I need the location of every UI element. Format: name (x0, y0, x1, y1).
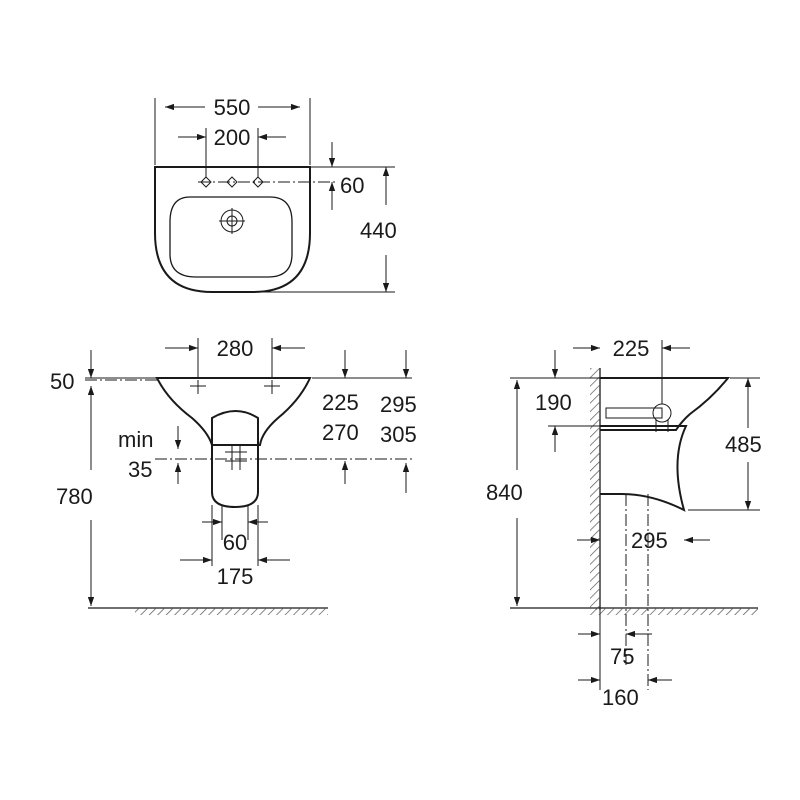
dim-side-height: 840 (486, 480, 523, 505)
top-view: 550 200 60 440 (154, 95, 397, 293)
dim-rim-offset: 50 (50, 369, 74, 394)
front-view: 280 50 780 min 35 225 270 295 305 60 (50, 336, 417, 615)
dim-basin-width: 550 (214, 95, 251, 120)
dim-side-projection: 225 (613, 336, 650, 361)
trap-icon (225, 446, 247, 470)
dim-waste-a2: 270 (322, 420, 359, 445)
waste-fitting-icon (605, 403, 672, 432)
dim-min-value: 35 (128, 457, 152, 482)
dim-front-height: 780 (56, 484, 93, 509)
dim-overflow-height: 190 (535, 390, 572, 415)
dim-pedestal-inner: 60 (223, 530, 247, 555)
side-view: 225 190 485 840 295 75 160 (486, 336, 762, 710)
dim-overflow-gap: 280 (217, 336, 254, 361)
dim-min-label: min (118, 427, 153, 452)
pedestal-side (600, 425, 688, 512)
dim-tap-spacing: 200 (214, 125, 251, 150)
dim-basin-depth: 440 (360, 218, 397, 243)
dim-bowl-height: 485 (725, 432, 762, 457)
dim-waste-b1: 295 (380, 392, 417, 417)
basin-front (155, 377, 312, 446)
dim-waste-b2: 305 (380, 422, 417, 447)
dim-pedestal-depth: 295 (631, 528, 668, 553)
dim-waste-outer: 160 (602, 685, 639, 710)
dim-tap-offset: 60 (340, 173, 364, 198)
drain-icon (219, 208, 245, 234)
dim-pedestal-outer: 175 (217, 564, 254, 589)
pedestal-front (211, 410, 259, 509)
tap-hole-icon (200, 176, 264, 188)
dim-waste-a1: 225 (322, 390, 359, 415)
bowl-inner-top (169, 196, 293, 278)
basin-outline-top (154, 166, 311, 293)
dim-waste-inner: 75 (610, 644, 634, 669)
